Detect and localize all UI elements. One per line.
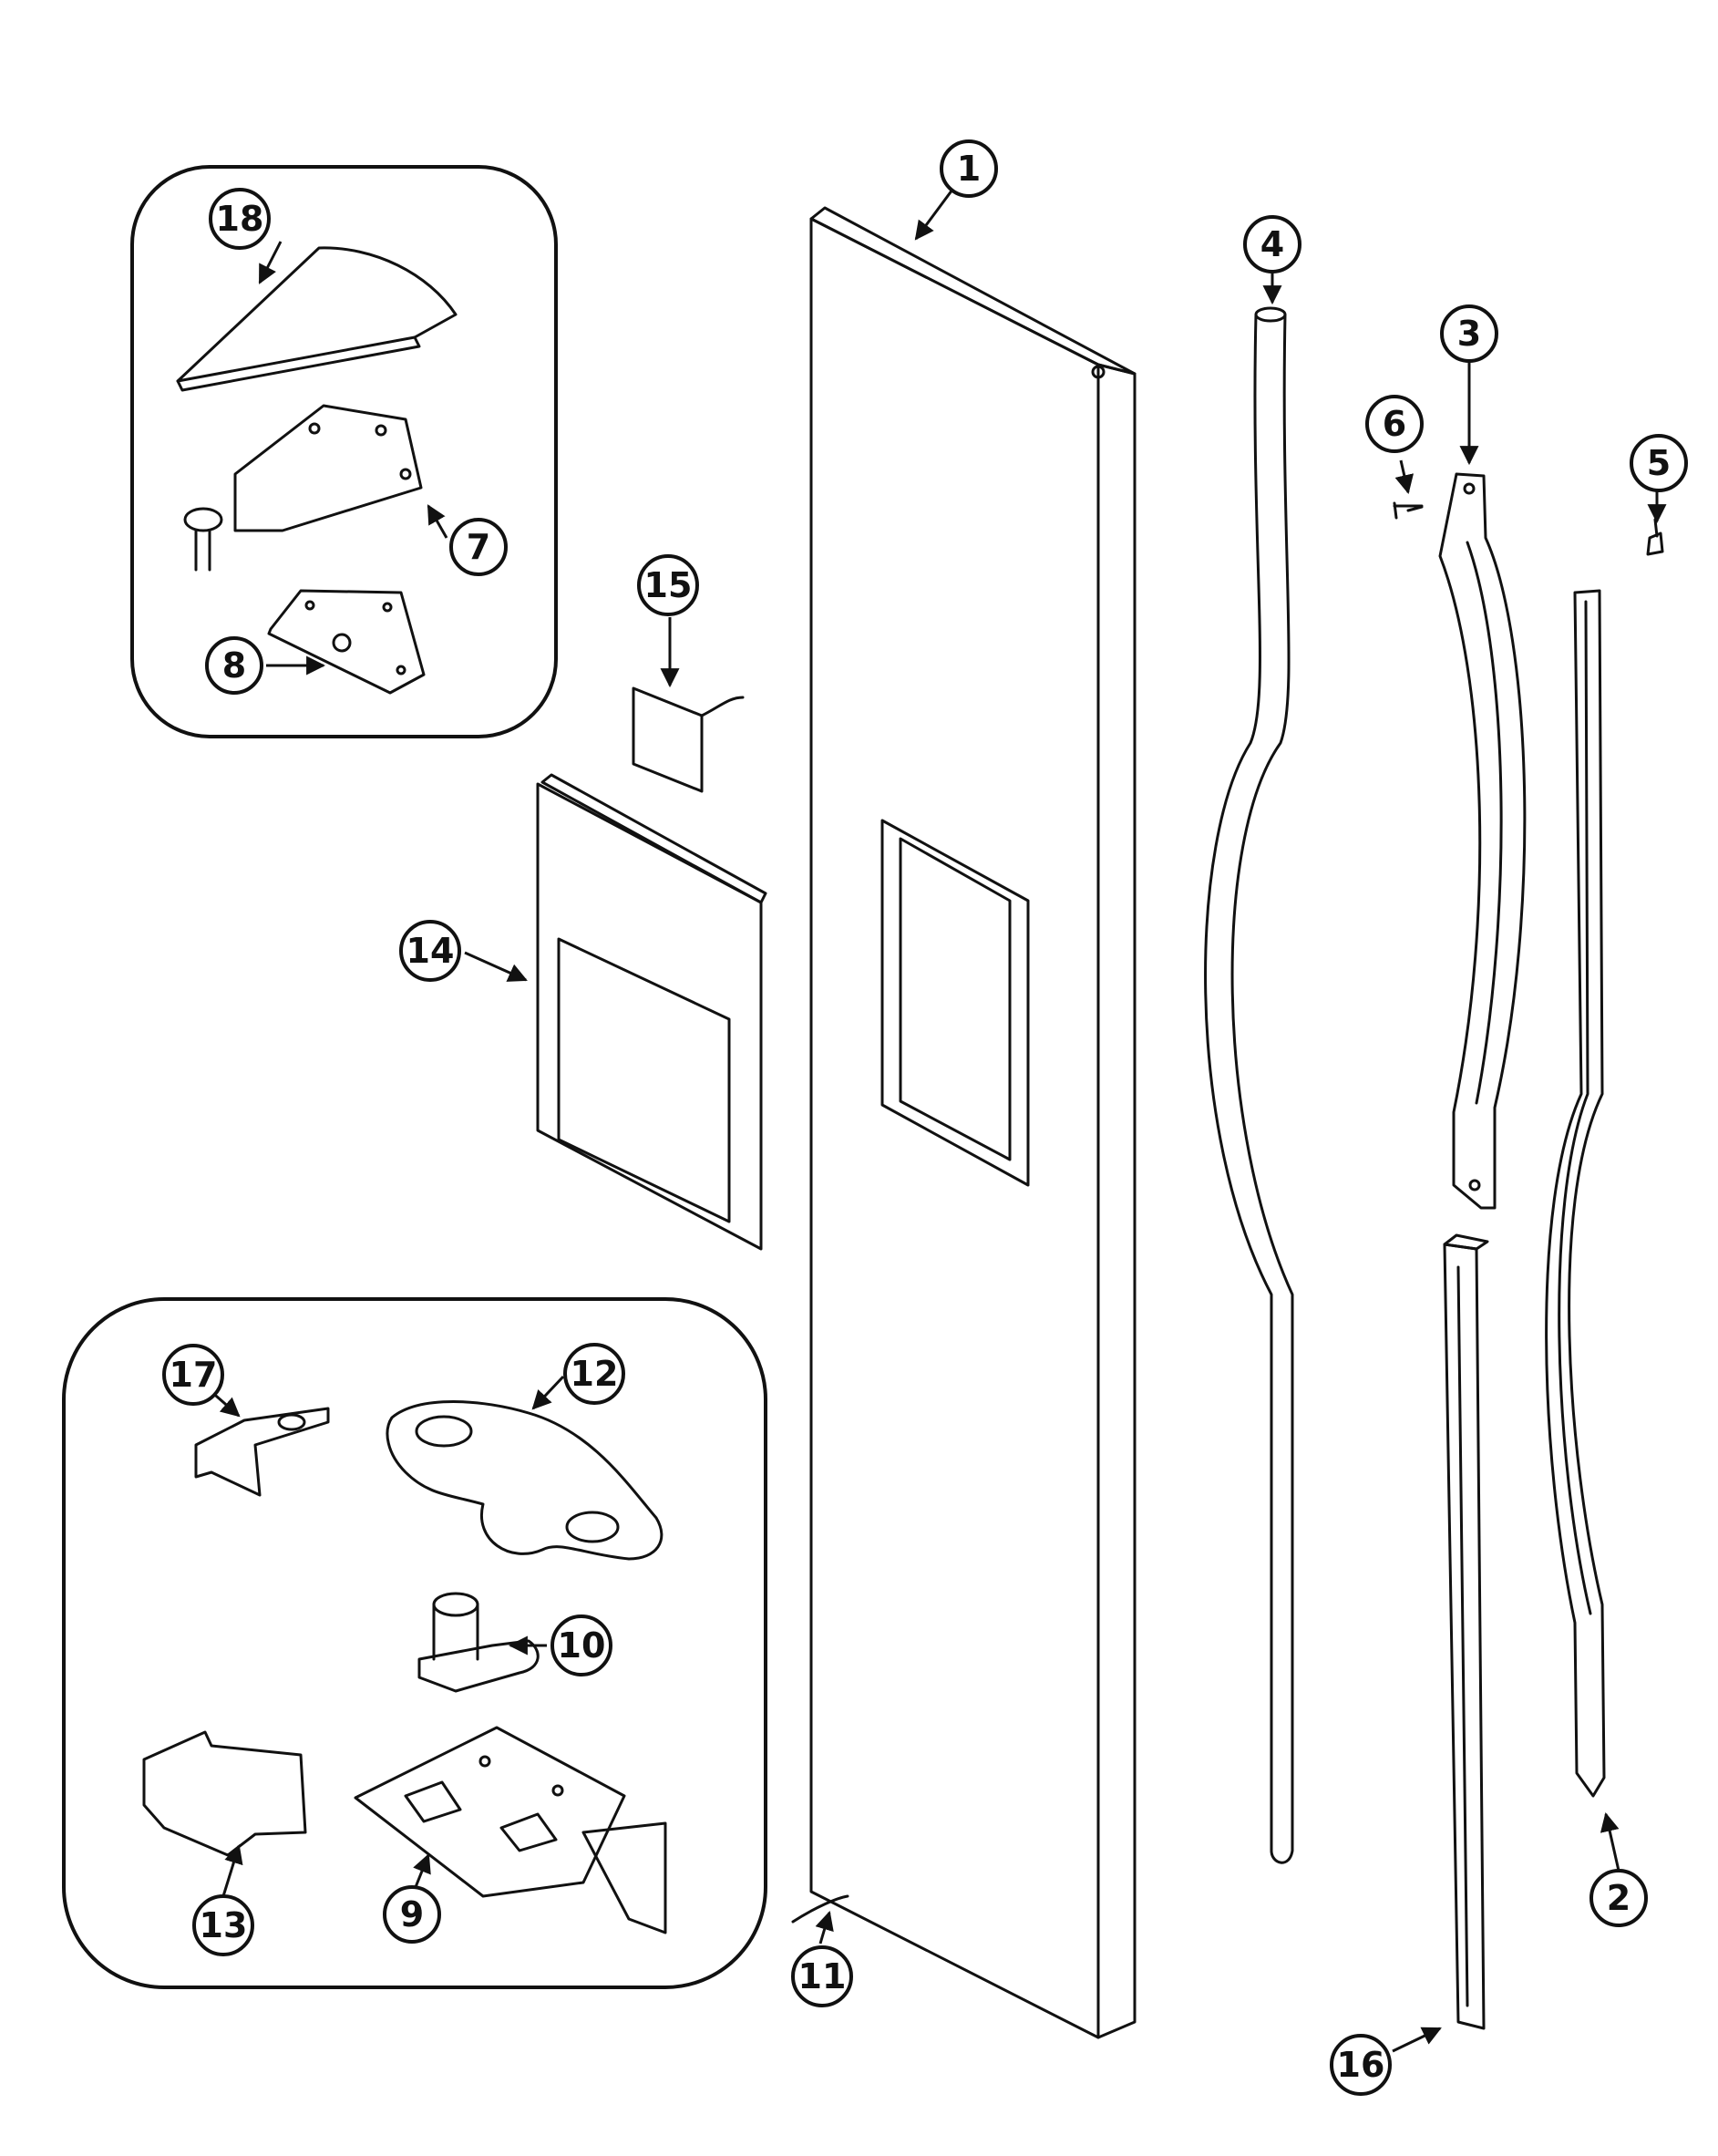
callout-2: 2 <box>1589 1869 1648 1927</box>
svg-text:4: 4 <box>1260 224 1284 264</box>
svg-text:17: 17 <box>170 1355 218 1395</box>
svg-text:7: 7 <box>467 527 490 567</box>
strip-part-11 <box>791 1894 849 1924</box>
lower-trim-part-16 <box>1443 1233 1489 2030</box>
callout-16: 16 <box>1330 2034 1392 2096</box>
hinge-pin-part-10 <box>417 1592 540 1693</box>
svg-text:13: 13 <box>200 1905 248 1945</box>
hinge-cover-part-18 <box>176 246 458 392</box>
svg-text:1: 1 <box>957 149 981 189</box>
door-panel <box>809 206 1137 2039</box>
callout-5: 5 <box>1630 434 1688 492</box>
bracket-part-17 <box>194 1407 330 1497</box>
svg-text:11: 11 <box>798 1956 847 1996</box>
handle-part-4 <box>1204 306 1294 1864</box>
hinge-plate-part-8 <box>267 589 426 695</box>
svg-text:14: 14 <box>406 931 455 971</box>
callout-4: 4 <box>1243 215 1301 273</box>
callout-7: 7 <box>449 518 508 576</box>
svg-text:3: 3 <box>1457 314 1481 354</box>
screw-part-5 <box>1646 518 1664 556</box>
leader-lines <box>209 189 1667 2053</box>
svg-text:18: 18 <box>216 199 264 239</box>
hinge-bracket-part-12 <box>386 1400 664 1561</box>
svg-text:2: 2 <box>1607 1878 1631 1918</box>
callout-13: 13 <box>192 1894 254 1956</box>
screw-part-6 <box>1393 501 1424 520</box>
dispenser-frame-part-14 <box>536 773 767 1251</box>
callout-1: 1 <box>940 139 998 198</box>
top-hinge-part-7 <box>183 404 423 572</box>
svg-text:15: 15 <box>644 565 693 605</box>
svg-text:10: 10 <box>558 1625 606 1666</box>
callout-18: 18 <box>209 188 271 250</box>
handle-trim-part-3 <box>1438 472 1527 1210</box>
top-hinge-group-box <box>130 165 558 738</box>
long-trim-part-2 <box>1545 589 1606 1798</box>
callout-14: 14 <box>399 920 461 982</box>
bottom-hinge-plate-part-9 <box>354 1726 667 1934</box>
svg-text:8: 8 <box>222 645 246 686</box>
svg-text:5: 5 <box>1647 443 1671 483</box>
callout-15: 15 <box>637 554 699 616</box>
electronic-module-part-15 <box>632 686 745 793</box>
callout-12: 12 <box>563 1343 625 1405</box>
callout-10: 10 <box>550 1614 612 1676</box>
svg-text:9: 9 <box>400 1894 424 1934</box>
svg-text:16: 16 <box>1337 2045 1385 2085</box>
callout-6: 6 <box>1365 395 1424 453</box>
svg-text:6: 6 <box>1383 404 1406 444</box>
callout-3: 3 <box>1440 304 1498 363</box>
svg-text:12: 12 <box>571 1354 619 1394</box>
cover-part-13 <box>142 1730 307 1857</box>
callout-11: 11 <box>791 1945 853 2007</box>
callout-8: 8 <box>205 636 263 695</box>
callout-9: 9 <box>383 1885 441 1944</box>
callout-17: 17 <box>162 1344 224 1406</box>
bottom-hinge-group-box <box>62 1297 767 1989</box>
